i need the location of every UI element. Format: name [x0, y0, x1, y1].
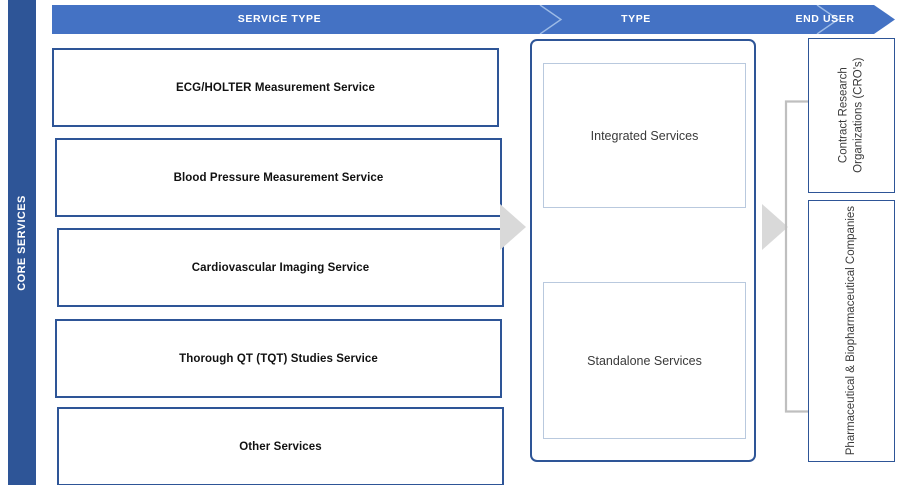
bracket-shape [784, 100, 814, 413]
end-user-box-pharma[interactable]: Pharmaceutical & Biopharmaceutical Compa… [808, 200, 895, 462]
service-box-blood-pressure[interactable]: Blood Pressure Measurement Service [55, 138, 502, 217]
service-box-ecg-holter[interactable]: ECG/HOLTER Measurement Service [52, 48, 499, 127]
core-services-label: CORE SERVICES [16, 194, 28, 291]
type-box-integrated-services[interactable]: Integrated Services [543, 63, 746, 208]
banner-label-end-user: END USER [795, 13, 855, 25]
service-box-label: Cardiovascular Imaging Service [191, 261, 370, 274]
service-box-label: ECG/HOLTER Measurement Service [176, 81, 375, 94]
service-box-other-services[interactable]: Other Services [57, 407, 504, 485]
chevron-banner-shape [52, 5, 895, 34]
type-box-standalone-services[interactable]: Standalone Services [543, 282, 746, 439]
service-box-cardiovascular-imaging[interactable]: Cardiovascular Imaging Service [57, 228, 504, 307]
banner-label-type: TYPE [621, 13, 651, 25]
arrow-right-icon-type-to-end-user [762, 204, 788, 250]
type-box-label: Standalone Services [587, 353, 702, 368]
header-chevron-banner: SERVICE TYPE TYPE END USER [52, 5, 895, 34]
arrow-right-icon-service-type-to-type [500, 204, 526, 250]
end-user-grouping-bracket [784, 100, 814, 413]
service-box-label: Blood Pressure Measurement Service [173, 171, 384, 184]
core-services-sidebar: CORE SERVICES [8, 0, 36, 485]
banner-label-service-type: SERVICE TYPE [237, 13, 322, 25]
type-box-label: Integrated Services [590, 128, 699, 143]
type-column-container: Integrated Services Standalone Services [530, 39, 756, 462]
end-user-box-label: Pharmaceutical & Biopharmaceutical Compa… [844, 206, 857, 456]
service-box-thorough-qt[interactable]: Thorough QT (TQT) Studies Service [55, 319, 502, 398]
service-box-label: Thorough QT (TQT) Studies Service [179, 352, 378, 365]
service-box-label: Other Services [239, 440, 322, 453]
